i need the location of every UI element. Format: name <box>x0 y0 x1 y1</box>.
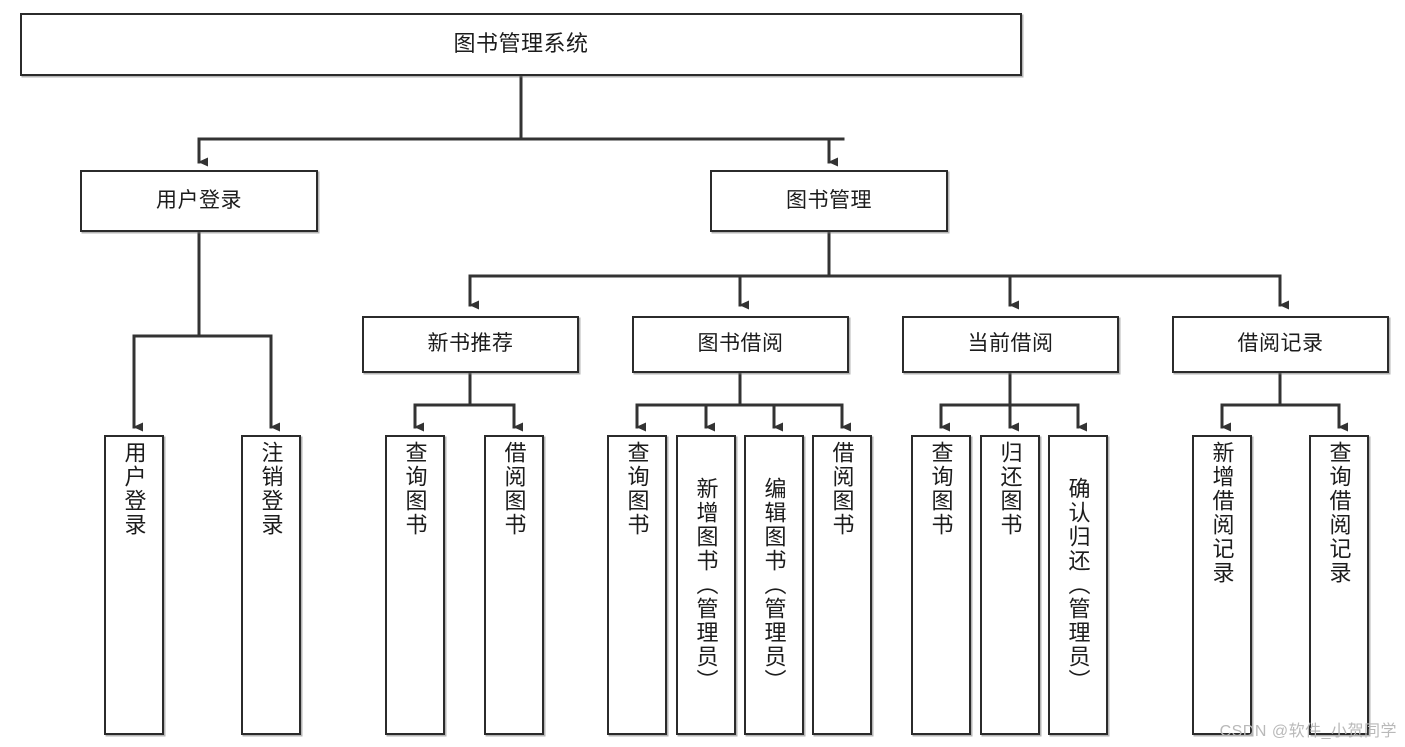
node-leaf-user-login[interactable]: 用户登录 <box>104 435 164 735</box>
node-borrow-records[interactable]: 借阅记录 <box>1172 316 1389 373</box>
node-leaf-newbook-borrow[interactable]: 借阅图书 <box>484 435 544 735</box>
node-new-book-recommend-label: 新书推荐 <box>427 332 514 356</box>
node-book-management[interactable]: 图书管理 <box>710 170 948 232</box>
node-leaf-records-query-label: 查询借阅记录 <box>1326 441 1352 585</box>
node-leaf-newbook-query[interactable]: 查询图书 <box>385 435 445 735</box>
node-current-borrow[interactable]: 当前借阅 <box>902 316 1119 373</box>
node-leaf-borrow-borrow-label: 借阅图书 <box>829 441 855 537</box>
node-leaf-borrow-add-label: 新增图书（管理员） <box>693 477 719 693</box>
node-leaf-borrow-edit-label: 编辑图书（管理员） <box>761 477 787 693</box>
node-leaf-borrow-borrow[interactable]: 借阅图书 <box>812 435 872 735</box>
node-leaf-borrow-add[interactable]: 新增图书（管理员） <box>676 435 736 735</box>
node-leaf-newbook-query-label: 查询图书 <box>402 441 428 537</box>
node-leaf-newbook-borrow-label: 借阅图书 <box>501 441 527 537</box>
node-root[interactable]: 图书管理系统 <box>20 13 1022 76</box>
node-leaf-user-logout[interactable]: 注销登录 <box>241 435 301 735</box>
node-leaf-current-return[interactable]: 归还图书 <box>980 435 1040 735</box>
node-leaf-user-logout-label: 注销登录 <box>258 441 284 537</box>
node-user-login[interactable]: 用户登录 <box>80 170 318 232</box>
node-user-login-label: 用户登录 <box>156 188 242 212</box>
node-leaf-current-query-label: 查询图书 <box>928 441 954 537</box>
node-leaf-borrow-query[interactable]: 查询图书 <box>607 435 667 735</box>
node-root-label: 图书管理系统 <box>453 31 589 57</box>
node-leaf-current-confirm[interactable]: 确认归还（管理员） <box>1048 435 1108 735</box>
node-current-borrow-label: 当前借阅 <box>967 332 1054 356</box>
node-leaf-user-login-label: 用户登录 <box>121 441 147 537</box>
node-new-book-recommend[interactable]: 新书推荐 <box>362 316 579 373</box>
node-leaf-borrow-edit[interactable]: 编辑图书（管理员） <box>744 435 804 735</box>
node-leaf-current-query[interactable]: 查询图书 <box>911 435 971 735</box>
node-leaf-borrow-query-label: 查询图书 <box>624 441 650 537</box>
node-leaf-current-return-label: 归还图书 <box>997 441 1023 537</box>
node-book-management-label: 图书管理 <box>786 188 872 212</box>
node-leaf-records-add-label: 新增借阅记录 <box>1209 441 1235 585</box>
node-leaf-current-confirm-label: 确认归还（管理员） <box>1065 477 1091 693</box>
node-book-borrow[interactable]: 图书借阅 <box>632 316 849 373</box>
watermark-text: CSDN @软件_小贺同学 <box>1219 723 1397 740</box>
node-leaf-records-query[interactable]: 查询借阅记录 <box>1309 435 1369 735</box>
node-book-borrow-label: 图书借阅 <box>697 332 784 356</box>
node-leaf-records-add[interactable]: 新增借阅记录 <box>1192 435 1252 735</box>
node-borrow-records-label: 借阅记录 <box>1237 332 1324 356</box>
